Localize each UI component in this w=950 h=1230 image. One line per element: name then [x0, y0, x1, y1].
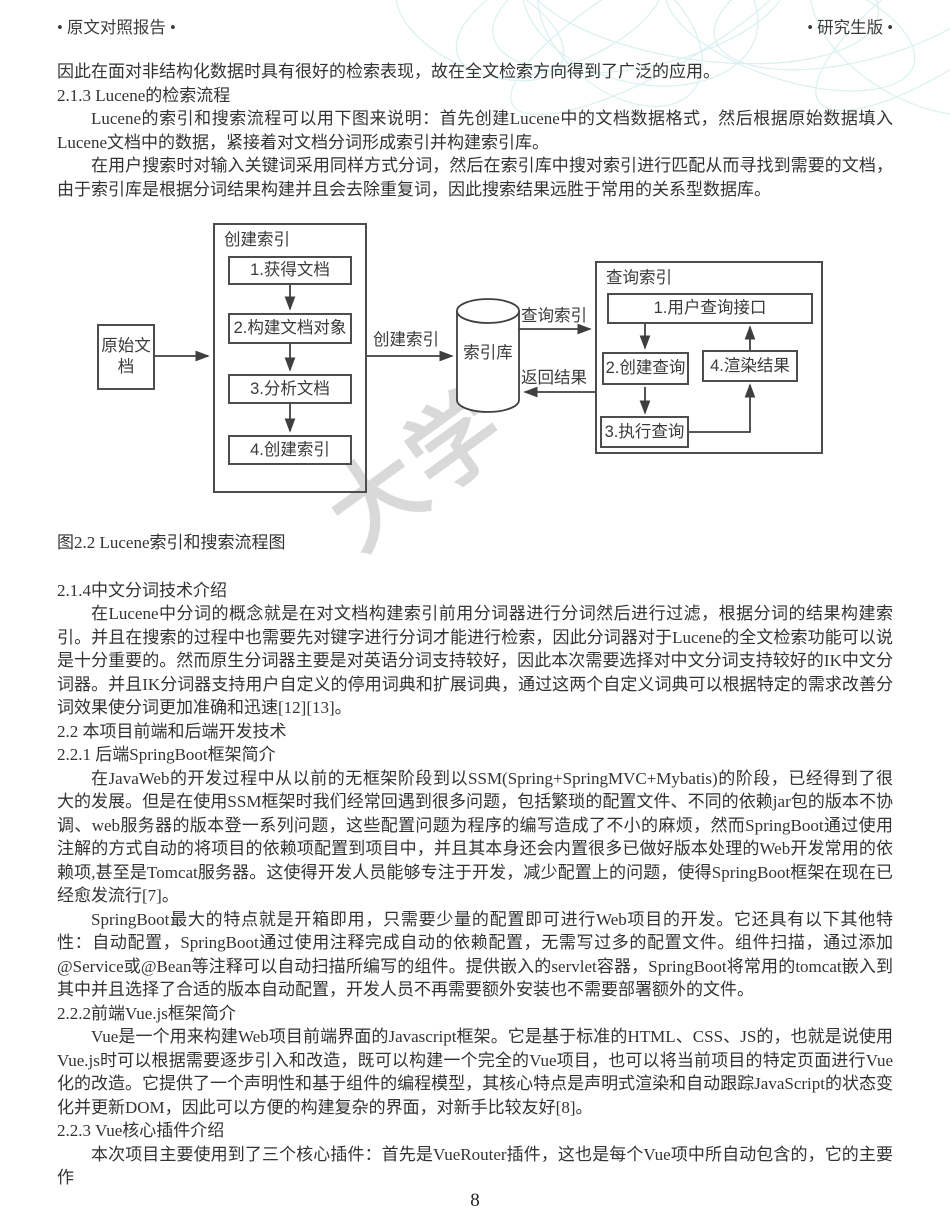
flow-step-build-document-object-label: 2.构建文档对象 [233, 319, 347, 338]
document-body: 因此在面对非结构化数据时具有很好的检索表现，故在全文检索方向得到了广泛的应用。 … [57, 60, 893, 1190]
header-left-label: • 原文对照报告 • [57, 18, 176, 37]
paragraph-continuation: 因此在面对非结构化数据时具有很好的检索表现，故在全文检索方向得到了广泛的应用。 [57, 62, 720, 81]
flow-step-create-index: 4.创建索引 [228, 435, 352, 465]
figure-caption: 图2.2 Lucene索引和搜索流程图 [57, 533, 286, 552]
flow-step-user-query-interface: 1.用户查询接口 [607, 293, 813, 324]
section-heading-2-2-1: 2.2.1 后端SpringBoot框架简介 [57, 745, 276, 764]
paragraph-springboot-1: 在JavaWeb的开发过程中从以前的无框架阶段到以SSM(Spring+Spri… [57, 768, 893, 906]
flow-box-source-document-label: 原始文档 [101, 337, 151, 376]
arrow-label-create-index: 创建索引 [373, 331, 439, 349]
flow-step-analyze-document: 3.分析文档 [228, 374, 352, 404]
section-heading-2-1-4: 2.1.4中文分词技术介绍 [57, 580, 227, 600]
flow-group-create-index-label: 创建索引 [224, 231, 290, 249]
flow-step-render-result: 4.渲染结果 [702, 350, 798, 382]
paragraph-lucene-flow-1: Lucene的索引和搜索流程可以用下图来说明：首先创建Lucene中的文档数据格… [57, 109, 893, 152]
arrow-label-return-result: 返回结果 [521, 369, 587, 387]
paragraph-vue: Vue是一个用来构建Web项目前端界面的Javascript框架。它是基于标准的… [57, 1027, 893, 1117]
flow-step-render-result-label: 4.渲染结果 [710, 356, 790, 375]
flow-step-execute-query: 3.执行查询 [600, 416, 689, 448]
arrow-label-query-index: 查询索引 [521, 307, 587, 325]
flow-step-create-index-label: 4.创建索引 [250, 440, 330, 459]
paragraph-chinese-segmentation: 在Lucene中分词的概念就是在对文档构建索引前用分词器进行分词然后进行过滤，根… [57, 604, 893, 717]
flow-step-get-document-label: 1.获得文档 [250, 261, 330, 280]
section-heading-2-2: 2.2 本项目前端和后端开发技术 [57, 721, 287, 741]
flow-step-user-query-interface-label: 1.用户查询接口 [653, 299, 767, 318]
paragraph-lucene-flow-2: 在用户搜索时对输入关键词采用同样方式分词，然后在索引库中搜对索引进行匹配从而寻找… [57, 156, 893, 199]
flow-db-index-store-label: 索引库 [463, 344, 513, 362]
flow-step-analyze-document-label: 3.分析文档 [250, 379, 330, 398]
page-number: 8 [470, 1190, 480, 1211]
section-heading-2-2-2: 2.2.2前端Vue.js框架简介 [57, 1003, 236, 1023]
flow-step-create-query: 2.创建查询 [602, 352, 689, 385]
flow-step-execute-query-label: 3.执行查询 [604, 422, 685, 441]
flowchart-connectors [155, 285, 756, 433]
flow-group-query-index-label: 查询索引 [606, 269, 672, 287]
section-heading-2-2-3: 2.2.3 Vue核心插件介绍 [57, 1121, 225, 1140]
paragraph-vue-plugins: 本次项目主要使用到了三个核心插件：首先是VueRouter插件，这也是每个Vue… [57, 1144, 893, 1188]
paragraph-springboot-2: SpringBoot最大的特点就是开箱即用，只需要少量的配置即可进行Web项目的… [57, 909, 893, 1000]
lucene-flowchart-figure: 大学 [0, 219, 950, 570]
flow-group-query-index: 查询索引 [595, 261, 823, 454]
page-header: • 原文对照报告 • • 研究生版 • [57, 14, 893, 38]
flow-step-get-document: 1.获得文档 [228, 256, 352, 285]
header-right-label: • 研究生版 • [807, 18, 893, 37]
flow-box-source-document: 原始文档 [97, 324, 155, 390]
flow-group-create-index: 创建索引 [213, 223, 367, 493]
flow-step-build-document-object: 2.构建文档对象 [228, 313, 352, 344]
section-heading-2-1-3: 2.1.3 Lucene的检索流程 [57, 85, 231, 105]
flow-step-create-query-label: 2.创建查询 [605, 359, 686, 378]
